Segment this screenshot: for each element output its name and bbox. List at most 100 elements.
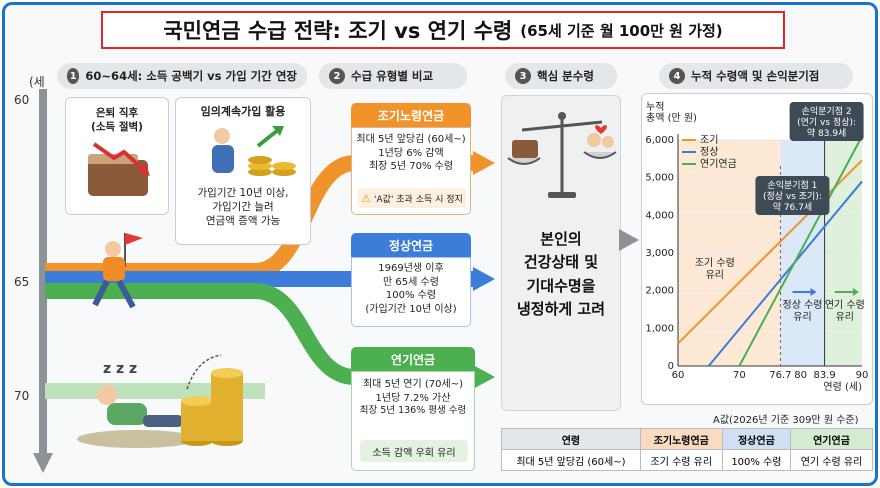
delayed-card: 연기연금 최대 5년 연기 (70세~) 1년당 7.2% 가산 최장 5년 1… bbox=[351, 347, 475, 471]
normal-title: 정상연금 bbox=[351, 233, 471, 257]
chart-xlabel: 연령 (세) bbox=[823, 381, 862, 393]
delayed-line1: 최대 5년 연기 (70세~) bbox=[362, 379, 463, 390]
voluntary-line3: 연금액 증액 가능 bbox=[205, 215, 281, 228]
delayed-note-text: 소득 감액 우회 유리 bbox=[372, 447, 456, 459]
x-tick-label: 90 bbox=[856, 370, 869, 381]
early-line3: 최장 5년 70% 수령 bbox=[368, 161, 454, 172]
delayed-note: 소득 감액 우회 유리 bbox=[360, 440, 468, 462]
normal-card: 정상연금 1969년생 이후 만 65세 수령 100% 수령 (가입기간 10… bbox=[351, 233, 471, 327]
table-header-cell: 정상연금 bbox=[721, 428, 792, 450]
table-header-row: 연령 조기노령연금 정상연금 연기연금 bbox=[501, 428, 873, 450]
table-header-cell: 연령 bbox=[501, 428, 641, 450]
normal-line3: 100% 수령 bbox=[385, 290, 437, 301]
age-axis-unit: (세 bbox=[29, 75, 45, 89]
table-header-cell: 조기노령연금 bbox=[639, 428, 723, 450]
age-tick-65: 65 bbox=[14, 275, 30, 289]
summary-table: 연령 조기노령연금 정상연금 연기연금 최대 5년 앞당김 (60세~) 조기 … bbox=[501, 428, 873, 471]
retire-line2: (소득 절벽) bbox=[91, 121, 143, 134]
voluntary-title: 임의계속가입 활용 bbox=[200, 105, 286, 118]
region-label-normal: 유리 bbox=[793, 311, 811, 323]
breakeven2-label-text: 손익분기점 2 bbox=[802, 105, 852, 117]
region-label-early: 유리 bbox=[706, 269, 724, 281]
early-title: 조기노령연금 bbox=[351, 103, 471, 127]
x-tick-label: 83.9 bbox=[813, 370, 835, 381]
early-warning: ⚠ 'A값' 초과 소득 시 정지 bbox=[358, 188, 466, 208]
table-note: A값(2026년 기준 309만 원 수준) bbox=[713, 415, 859, 426]
section2-header: 2 수급 유형별 비교 bbox=[319, 63, 467, 89]
region-label-delayed: 연기 수령 bbox=[825, 299, 865, 311]
table-cell: 조기 수령 유리 bbox=[639, 449, 723, 471]
breakeven2-label-text: (연기 vs 정상): bbox=[797, 117, 856, 128]
normal-line2: 만 65세 수령 bbox=[383, 276, 439, 288]
table-cell: 연기 수령 유리 bbox=[790, 449, 873, 471]
x-tick-label: 80 bbox=[794, 370, 807, 381]
section4-title: 누적 수령액 및 손익분기점 bbox=[691, 69, 820, 83]
normal-line4: (가입기간 10년 이상) bbox=[365, 303, 457, 315]
early-line2: 1년당 6% 감액 bbox=[378, 147, 444, 159]
arrow-to-chart bbox=[619, 229, 639, 251]
normal-body: 1969년생 이후 만 65세 수령 100% 수령 (가입기간 10년 이상) bbox=[351, 257, 471, 327]
section2-number: 2 bbox=[329, 68, 345, 84]
region-label-normal: 정상 수령 bbox=[783, 299, 823, 311]
breakeven2-label-text: 약 83.9세 bbox=[807, 127, 846, 139]
region-label-delayed: 유리 bbox=[836, 311, 854, 323]
age-tick-60: 60 bbox=[14, 93, 30, 107]
running-person-icon bbox=[92, 233, 143, 309]
legend-label: 연기연금 bbox=[700, 158, 737, 170]
y-tick-label: 5,000 bbox=[645, 173, 674, 184]
y-tick-label: 3,000 bbox=[645, 248, 674, 259]
svg-text:z z z: z z z bbox=[103, 361, 137, 377]
legend-label: 조기 bbox=[700, 134, 718, 146]
early-body: 최대 5년 앞당김 (60세~) 1년당 6% 감액 최장 5년 70% 수령 … bbox=[351, 127, 471, 215]
delayed-line2: 1년당 7.2% 가산 bbox=[375, 392, 451, 404]
section3-card: 본인의 건강상태 및 기대수명을 냉정하게 고려 bbox=[501, 95, 621, 411]
warning-icon: ⚠ bbox=[361, 191, 372, 205]
table-header-cell: 연기연금 bbox=[790, 428, 873, 450]
arrow-delayed-head bbox=[852, 288, 859, 296]
delayed-body: 최대 5년 연기 (70세~) 1년당 7.2% 가산 최장 5년 136% 평… bbox=[351, 371, 475, 471]
breakeven1-label-text: (정상 vs 조기): bbox=[763, 191, 822, 202]
voluntary-card: 임의계속가입 활용 가입기간 10년 이상, 가입기간 늘려 연금액 증액 가능 bbox=[175, 97, 311, 245]
legend-label: 정상 bbox=[700, 146, 718, 158]
person-coins-icon bbox=[212, 125, 296, 176]
y-tick-label: 2,000 bbox=[645, 286, 674, 297]
voluntary-line2: 가입기간 늘려 bbox=[212, 201, 274, 214]
breakeven1-label-text: 약 76.7세 bbox=[773, 201, 812, 213]
x-tick-label: 70 bbox=[733, 370, 746, 381]
section3-line3: 기대수명을 bbox=[526, 276, 596, 295]
series-line-2 bbox=[738, 135, 863, 367]
y-tick-label: 6,000 bbox=[645, 135, 674, 146]
arrow-normal-head bbox=[810, 288, 817, 296]
section3-line1: 본인의 bbox=[540, 230, 582, 248]
wallet-down-icon bbox=[88, 142, 150, 197]
breakeven1-label-box bbox=[755, 176, 830, 215]
section2-title: 수급 유형별 비교 bbox=[351, 69, 434, 83]
age-axis-arrow bbox=[33, 89, 53, 473]
retire-line1: 은퇴 직후 bbox=[95, 107, 139, 119]
page-title: 국민연금 수급 전략: 조기 vs 연기 수령 bbox=[163, 19, 513, 43]
early-line1: 최대 5년 앞당김 (60세~) bbox=[356, 134, 466, 145]
normal-line1: 1969년생 이후 bbox=[378, 263, 444, 274]
section3-line2: 건강상태 및 bbox=[523, 253, 599, 272]
age-tick-70: 70 bbox=[14, 389, 30, 403]
section3-line4: 냉정하게 고려 bbox=[516, 299, 606, 318]
scale-icon bbox=[507, 112, 617, 198]
resting-person-icon: z z z bbox=[77, 361, 197, 448]
chart-ylabel: 누적 bbox=[646, 101, 664, 113]
y-tick-label: 0 bbox=[668, 361, 674, 372]
x-tick-label: 76.7 bbox=[769, 370, 791, 381]
table-cell: 최대 5년 앞당김 (60세~) bbox=[501, 449, 641, 471]
section3-number: 3 bbox=[515, 68, 531, 84]
retire-card: 은퇴 직후 (소득 절벽) bbox=[65, 97, 169, 215]
title-box: 국민연금 수급 전략: 조기 vs 연기 수령 (65세 기준 월 100만 원… bbox=[101, 11, 785, 49]
early-warning-text: 'A값' 초과 소득 시 정지 bbox=[374, 194, 463, 205]
breakeven2-label-box bbox=[789, 102, 864, 141]
breakeven1-label-text: 손익분기점 1 bbox=[767, 179, 817, 191]
section4-header: 4 누적 수령액 및 손익분기점 bbox=[659, 63, 853, 89]
section1-header: 1 60~64세: 소득 공백기 vs 가입 기간 연장 bbox=[57, 63, 307, 89]
delayed-title: 연기연금 bbox=[351, 347, 475, 371]
table-row: 최대 5년 앞당김 (60세~) 조기 수령 유리 100% 수령 연기 수령 … bbox=[501, 449, 873, 471]
